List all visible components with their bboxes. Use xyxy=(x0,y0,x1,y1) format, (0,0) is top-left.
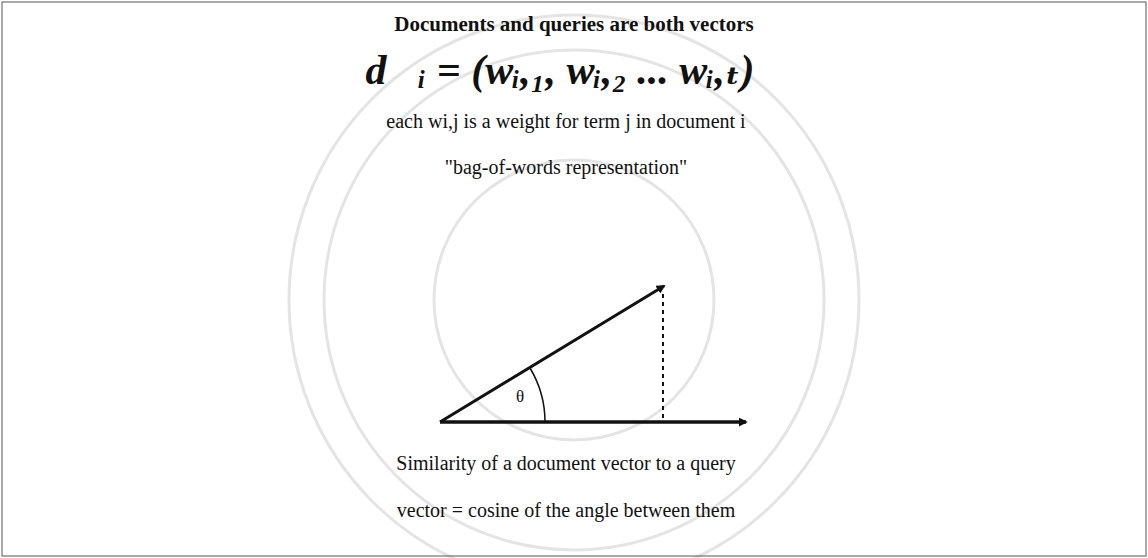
definition-text: each wi,j is a weight for term j in docu… xyxy=(386,110,745,133)
vector-formula: d⃗ᵢ = (wᵢ,₁, wᵢ,₂ ... wᵢ,ₜ) xyxy=(366,46,755,94)
angle-arc xyxy=(530,368,545,422)
watermark-seal xyxy=(289,15,859,558)
explanation-text: Similarity of a document vector to a que… xyxy=(396,452,735,475)
note-text: "bag-of-words representation" xyxy=(445,156,687,179)
explanation-text: vector = cosine of the angle between the… xyxy=(397,499,735,522)
angle-symbol: θ xyxy=(516,387,524,407)
projection-line xyxy=(662,294,664,419)
document-vector xyxy=(440,286,664,422)
heading: Documents and queries are both vectors xyxy=(394,12,754,36)
query-vector xyxy=(440,420,746,424)
